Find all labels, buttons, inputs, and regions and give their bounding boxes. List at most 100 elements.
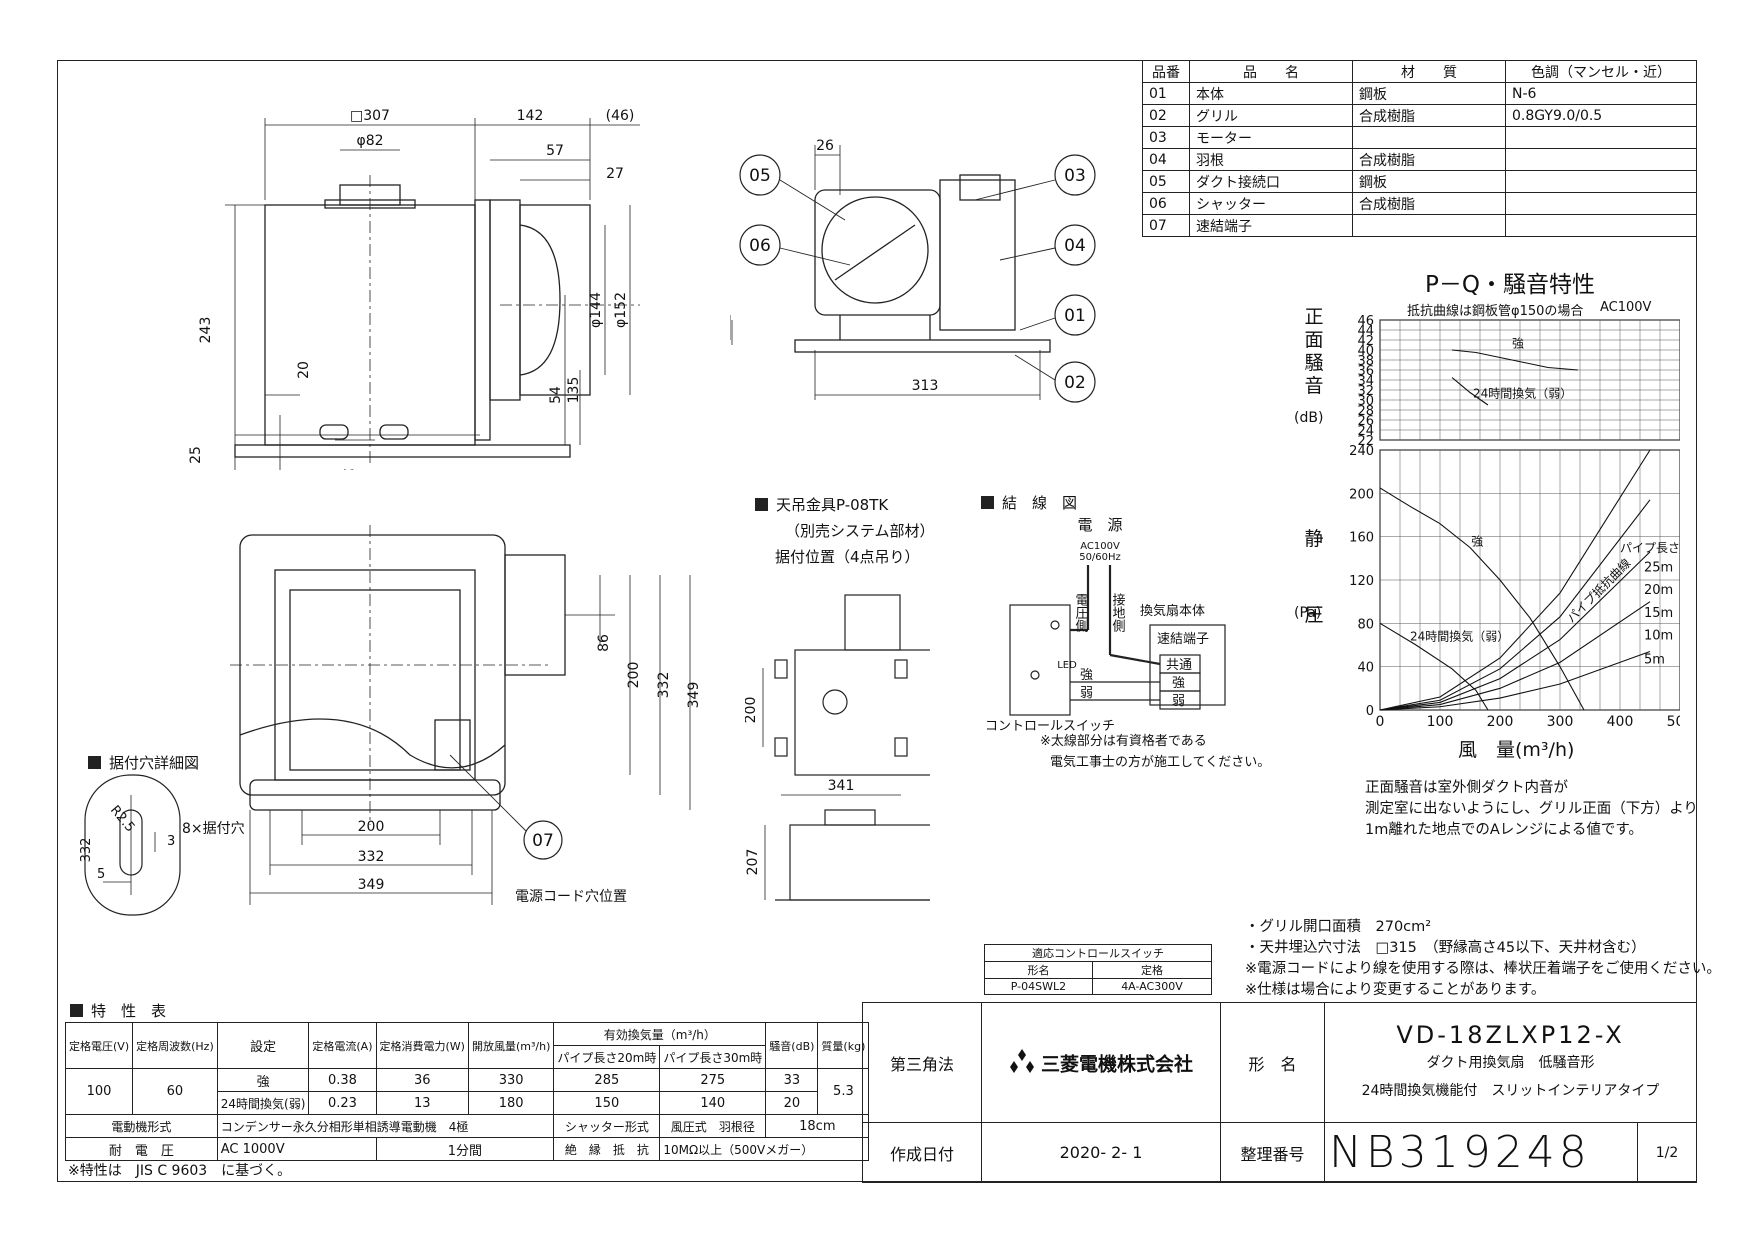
spec-h-noise: 騒音(dB) [765, 1022, 819, 1069]
dim-phi144: φ144 [588, 292, 604, 328]
spec-freq: 60 [132, 1068, 218, 1115]
x-tick-label: 0 [1376, 714, 1385, 730]
part-callouts: 05 06 03 04 01 02 [739, 154, 1096, 403]
y-tick-label: 0 [1366, 704, 1374, 719]
control-switch-title: 適応コントロールスイッチ [984, 944, 1212, 962]
dim-46: (46) [606, 108, 635, 124]
noise-series-line [1451, 349, 1579, 371]
y-tick-label: 22 [1357, 434, 1374, 449]
spec-eff20: 150 [553, 1091, 661, 1115]
spec-h-mass: 質量(kg) [817, 1022, 870, 1069]
dim-18: 18 [266, 469, 282, 470]
pq-series-line [1379, 499, 1651, 711]
parts-header-name: 品 名 [1189, 60, 1353, 83]
pq-series-line [1379, 449, 1651, 711]
chart-title: P－Q・騒音特性 [1425, 272, 1595, 298]
y-tick-label: 36 [1357, 364, 1374, 379]
control-switch-model: P-04SWL2 [984, 978, 1093, 995]
callout-02: 02 [1064, 373, 1086, 393]
dim-27: 27 [606, 166, 624, 182]
wiring-unit: 換気扇本体 [1140, 603, 1205, 619]
y-tick-label: 120 [1349, 574, 1374, 589]
dim-200h: 200 [358, 819, 385, 835]
dim-332h: 332 [358, 849, 385, 865]
y-tick-label: 32 [1357, 384, 1374, 399]
spec-withstand-label: 耐 電 圧 [65, 1137, 218, 1161]
part-no: 05 [1142, 170, 1190, 193]
y-tick-label: 42 [1357, 334, 1374, 349]
dim-26: 26 [816, 138, 834, 154]
part-name: シャッター [1189, 192, 1353, 215]
title-company-cell: 三菱電機株式会社 [981, 1002, 1221, 1123]
x-tick-label: 300 [1547, 714, 1574, 730]
chart-xlabel: 風 量(m³/h) [1458, 739, 1575, 761]
spec-withstand: AC 1000V [216, 1137, 377, 1161]
callout-05: 05 [749, 166, 771, 186]
spec-eff20: 285 [553, 1068, 661, 1092]
pq-series-line [1379, 650, 1651, 711]
y-tick-label: 80 [1357, 617, 1374, 632]
dim-phi82: φ82 [356, 133, 383, 149]
note-cord: ※電源コードにより線を使用する際は、棒状圧着端子をご使用ください。 [1245, 961, 1721, 977]
hanger-caption: 天吊金具P-08TK （別売システム部材） 据付位置（4点吊り） [755, 492, 935, 570]
title-number-label: 整理番号 [1220, 1122, 1325, 1183]
spec-h-eff: 有効換気量（m³/h） [553, 1022, 767, 1046]
spec-eff30: 140 [659, 1091, 767, 1115]
spec-setting: 強 [216, 1068, 310, 1092]
dim-86: 86 [596, 634, 612, 652]
dim-135: 135 [566, 377, 582, 404]
part-material: 鋼板 [1352, 170, 1506, 193]
parts-header-color: 色調（マンセル・近） [1505, 60, 1697, 83]
front-view-bottom-dim [235, 434, 480, 436]
wiring-title: 結 線 図 [981, 492, 1077, 513]
dim-200v: 200 [626, 662, 642, 689]
spec-open-air: 180 [467, 1091, 555, 1115]
spec-setting: 24時間換気(弱) [216, 1091, 310, 1115]
y-tick-label: 46 [1357, 314, 1374, 329]
pipe-length-label: 10m [1644, 629, 1673, 644]
spec-shutter-cell: 風圧式 羽根径 [659, 1114, 767, 1138]
spec-insulation: 10MΩ以上（500Vメガー） [659, 1137, 870, 1161]
dim-41: 41 [339, 468, 357, 470]
wiring-power: 電 源 [1077, 516, 1122, 534]
spec-row-strong: 100 60 強 0.38 36 330 285 275 33 5.3 [64, 1068, 870, 1115]
wiring-common: 共通 [1166, 658, 1192, 673]
dim-332v: 332 [656, 672, 672, 699]
callout-06: 06 [749, 236, 771, 256]
wiring-strong-switch: 強 [1080, 668, 1093, 683]
spec-footnote: ※特性は JIS C 9603 に基づく。 [68, 1163, 292, 1179]
spec-current: 0.38 [308, 1068, 377, 1092]
callout-07: 07 [532, 831, 554, 851]
pipe-length-title: パイプ長さ [1620, 541, 1680, 555]
title-block: 第三角法 三菱電機株式会社 形 名 VD-18ZLXP12-X ダクト用換気扇 … [862, 1002, 1697, 1183]
noise-series-label: 24時間換気（弱） [1473, 386, 1572, 401]
pq-series-label: 強 [1471, 534, 1483, 548]
part-color [1505, 214, 1697, 237]
part-no: 02 [1142, 104, 1190, 127]
hanger-title: 天吊金具P-08TK [776, 496, 889, 514]
chart-supply: AC100V [1600, 300, 1652, 315]
dim-142: 142 [517, 108, 544, 124]
note-spec: ※仕様は場合により変更することがあります。 [1245, 982, 1546, 998]
dim-332-detail: 332 [79, 838, 94, 863]
parts-header-no: 品番 [1142, 60, 1190, 83]
dim-r25: R2.5 [107, 803, 138, 835]
y-tick-label: 34 [1357, 374, 1374, 389]
spec-h-current: 定格電流(A) [308, 1022, 377, 1069]
wiring-spec1: AC100V [1080, 541, 1120, 552]
part-material: 鋼板 [1352, 82, 1506, 105]
y-tick-label: 44 [1357, 324, 1374, 339]
spec-noise: 20 [765, 1091, 819, 1115]
dim-3: 3 [167, 834, 175, 849]
wiring-note: ※太線部分は有資格者である 電気工事士の方が施工してください。 [1040, 734, 1271, 770]
spec-shutter: 風圧式 [670, 1119, 707, 1134]
chart-subtitle: 抵抗曲線は鋼板管φ150の場合 [1407, 304, 1584, 319]
spec-power: 13 [375, 1091, 469, 1115]
spec-h-voltage: 定格電圧(V) [64, 1022, 134, 1069]
wiring-spec2: 50/60Hz [1079, 552, 1121, 563]
